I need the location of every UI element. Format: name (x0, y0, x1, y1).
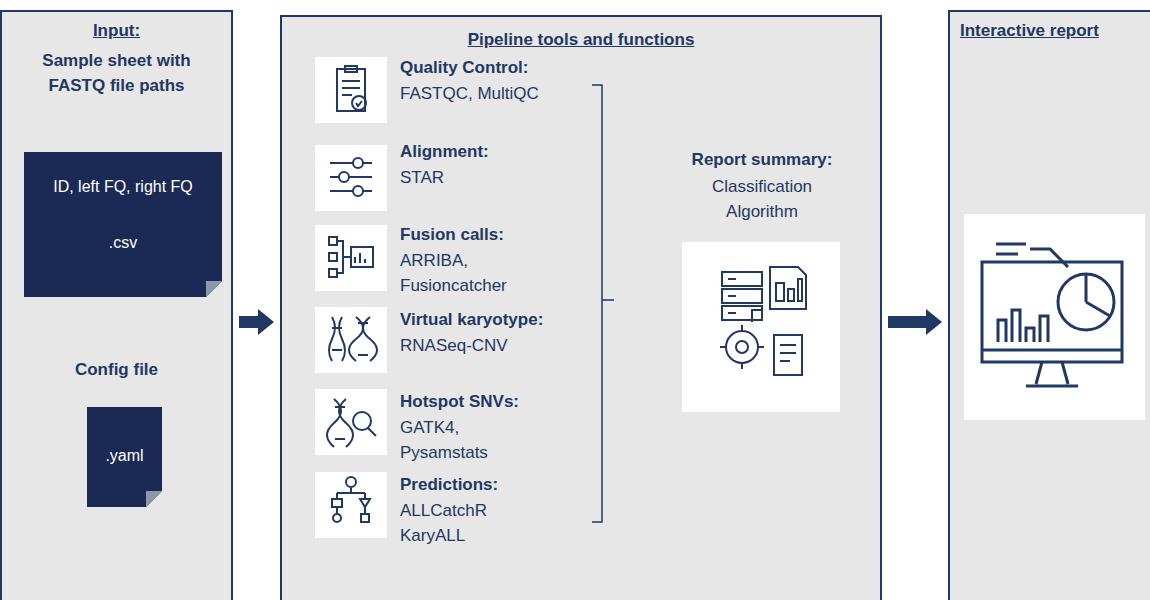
panel-heading: Pipeline tools and functions (282, 27, 880, 52)
step-heading: Alignment: (400, 139, 590, 164)
pipeline-icons (282, 17, 882, 600)
icon-stroke (339, 158, 363, 196)
bracket (592, 85, 614, 522)
tool-names: ALLCatchR KaryALL (400, 498, 510, 548)
input-label: Sample sheet with FASTQ file paths (14, 48, 219, 98)
folded-corner (24, 152, 222, 297)
icon-stroke (330, 163, 372, 191)
file-text: ID, left FQ, right FQ (24, 174, 222, 199)
summary-text: Classification Algorithm (692, 174, 832, 224)
icon-tile (964, 214, 1145, 420)
icon-stroke (332, 477, 370, 522)
icon-stroke (329, 317, 345, 361)
icon-stroke (327, 399, 353, 447)
file-text: .yaml (87, 443, 162, 468)
icon-stroke (329, 237, 373, 277)
icon-stroke (982, 262, 1122, 386)
input-label: Config file (2, 357, 231, 382)
step-heading: Quality Control: (400, 55, 590, 80)
icon-stroke (1086, 274, 1110, 316)
tool-names: FASTQC, MultiQC (400, 81, 590, 106)
icon-stroke (752, 310, 802, 375)
icon-tile (315, 145, 387, 211)
pipeline-panel: Pipeline tools and functionsQuality Cont… (280, 15, 882, 600)
icon-tile (315, 472, 387, 538)
step-heading: Predictions: (400, 472, 590, 497)
block-arrow (239, 309, 274, 335)
input-panel: Input: Sample sheet with FASTQ file paths… (0, 10, 233, 600)
tool-names: RNASeq-CNV (400, 333, 590, 358)
panel-heading: Interactive report (960, 18, 1150, 43)
block-arrow (888, 309, 942, 335)
panel-heading: Input: (2, 18, 231, 43)
tool-names: ARRIBA, Fusioncatcher (400, 248, 550, 298)
icon-stroke (720, 325, 764, 369)
icon-stroke (337, 66, 365, 111)
icon-tile (315, 389, 387, 455)
icon-stroke (353, 412, 376, 436)
summary-heading: Report summary: (660, 147, 864, 172)
step-heading: Hotspot SNVs: (400, 389, 590, 414)
report-icon (950, 12, 1150, 600)
icon-tile (682, 242, 840, 412)
icon-stroke (770, 267, 806, 309)
file-box: ID, left FQ, right FQ .csv (24, 152, 222, 297)
step-heading: Virtual karyotype: (400, 307, 590, 332)
icon-stroke (1058, 274, 1114, 330)
file-text: .csv (24, 230, 222, 255)
step-heading: Fusion calls: (400, 222, 590, 247)
icon-tile (315, 57, 387, 123)
icon-tile (315, 225, 387, 291)
tool-names: STAR (400, 165, 590, 190)
icon-stroke (996, 244, 1068, 267)
tool-names: GATK4, Pysamstats (400, 415, 530, 465)
icon-stroke (349, 317, 377, 361)
file-box: .yaml (87, 407, 162, 507)
report-panel: Interactive report (948, 10, 1150, 600)
icon-stroke (722, 272, 762, 320)
icon-stroke (352, 96, 366, 110)
icon-stroke (998, 310, 1048, 342)
icon-tile (315, 307, 387, 373)
